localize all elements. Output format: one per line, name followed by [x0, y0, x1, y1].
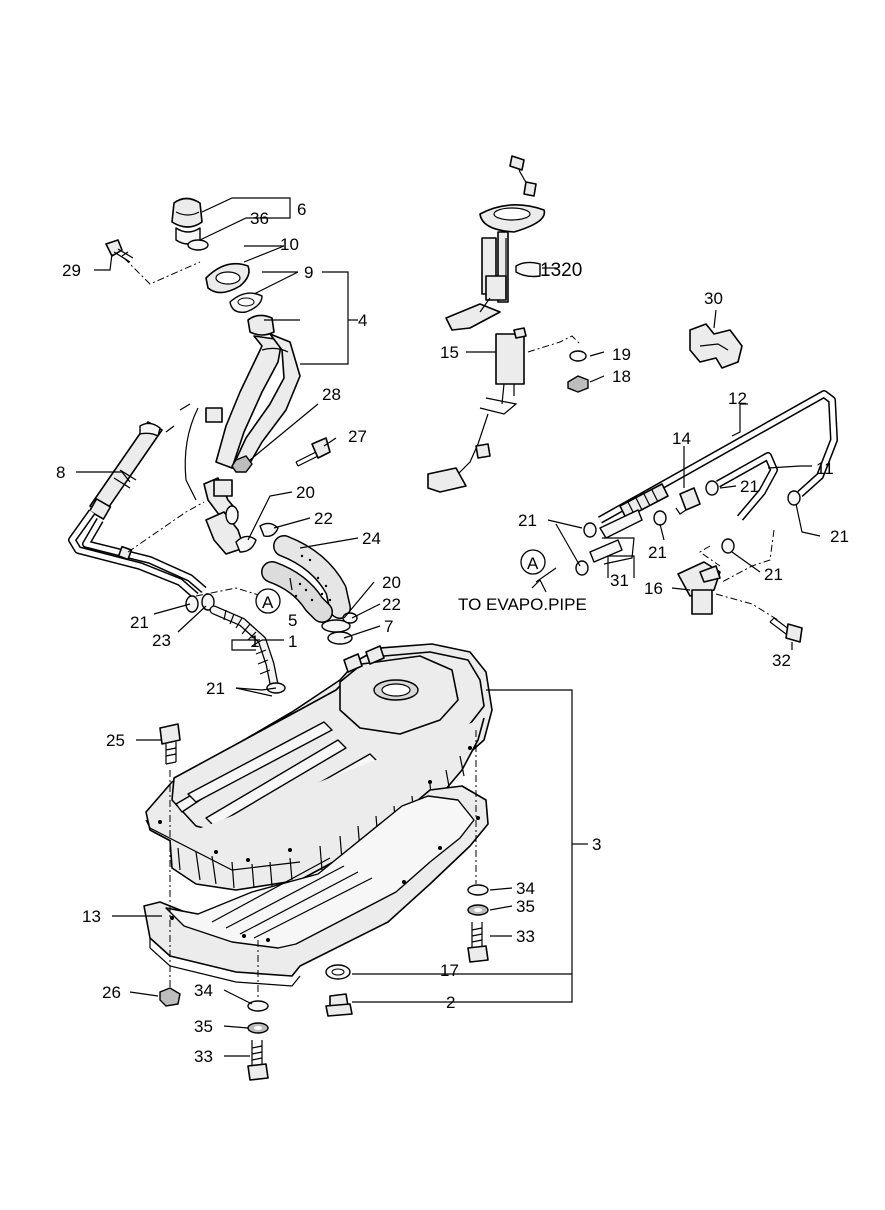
callout-9: 9 — [304, 263, 313, 282]
callout-12: 12 — [728, 389, 747, 408]
callout-11: 11 — [816, 459, 834, 478]
callout-21-left: 21 — [130, 613, 149, 632]
callout-20-lower: 20 — [382, 573, 401, 592]
callout-23: 23 — [152, 631, 171, 650]
filler-cap-gasket — [187, 239, 209, 251]
fuel-feed-pipe — [598, 390, 838, 524]
filler-neck-pipe — [184, 314, 301, 555]
reference-marker-a-right — [520, 549, 546, 575]
callout-31: 31 — [610, 571, 629, 590]
callout-2: 2 — [446, 993, 455, 1012]
regulator-bolt — [769, 617, 803, 643]
callout-32: 32 — [772, 651, 791, 670]
callout-5: 5 — [288, 611, 297, 630]
hose-clamp — [575, 480, 801, 576]
callout-1320: 1320 — [540, 260, 582, 281]
filler-neck-seal-ring — [229, 292, 263, 313]
fuel-line-clip — [689, 323, 743, 369]
callout-13: 13 — [82, 907, 101, 926]
callout-15: 15 — [440, 343, 459, 362]
callout-25: 25 — [106, 731, 125, 750]
callout-29: 29 — [62, 261, 81, 280]
drain-plug-gasket — [325, 964, 351, 980]
fuel-filler-cap — [171, 197, 203, 245]
callout-21-filter: 21 — [648, 543, 667, 562]
callout-7: 7 — [384, 617, 393, 636]
skid-plate-washer — [467, 884, 489, 916]
fuel-pump-assembly — [445, 155, 546, 331]
bracket-bolt — [295, 437, 331, 467]
callout-1: 1 — [250, 632, 259, 651]
callout-22-lower: 22 — [382, 595, 401, 614]
filler-hose — [261, 535, 351, 623]
callout-20-upper: 20 — [296, 483, 315, 502]
leader-lines — [76, 197, 821, 1057]
filler-neck-bezel — [205, 262, 250, 294]
callout-30: 30 — [704, 289, 723, 308]
drain-plug — [325, 993, 353, 1017]
hose-clamp — [185, 593, 215, 613]
fuel-vapor-canister — [88, 403, 191, 520]
hose-clamp — [235, 522, 279, 553]
callout-8: 8 — [56, 463, 65, 482]
skid-plate-bolt — [247, 1040, 269, 1081]
callout-28: 28 — [322, 385, 341, 404]
fuel-pressure-regulator — [677, 561, 721, 615]
reference-marker-a-left-label: A — [262, 593, 274, 612]
pump-gasket — [515, 261, 541, 278]
tank-skid-plate — [143, 785, 489, 987]
callout-18: 18 — [612, 367, 631, 386]
callout-22-upper: 22 — [314, 509, 333, 528]
bracket-nut — [231, 455, 253, 473]
reference-marker-a-right-label: A — [527, 554, 539, 573]
reference-marker-a-left — [255, 588, 281, 614]
callout-6: 6 — [297, 200, 306, 219]
skid-plate-bolt — [467, 922, 489, 963]
callout-34-left: 34 — [194, 981, 213, 1000]
callout-35-right: 35 — [516, 897, 535, 916]
callout-21-bottom: 21 — [206, 679, 225, 698]
callout-26: 26 — [102, 983, 121, 1002]
callout-21-return: 21 — [740, 477, 759, 496]
callout-4: 4 — [358, 311, 367, 330]
callout-16: 16 — [644, 579, 663, 598]
callout-1-alt: 1 — [288, 632, 297, 651]
tank-mounting-bolt — [159, 723, 181, 765]
pump-washer — [569, 350, 587, 362]
mounting-bolt — [105, 239, 134, 263]
skid-plate-nut — [159, 987, 181, 1007]
fuel-filter — [619, 483, 701, 519]
skid-plate-washer — [247, 1000, 269, 1034]
fuel-tank — [145, 643, 493, 891]
callout-27: 27 — [348, 427, 367, 446]
callout-3: 3 — [592, 835, 601, 854]
fuel-sender-unit — [427, 327, 527, 493]
vapor-line-pipes — [68, 509, 207, 600]
callout-34-right: 34 — [516, 879, 535, 898]
callout-21-regulator: 21 — [764, 565, 783, 584]
pump-nut — [567, 375, 589, 393]
callout-36: 36 — [250, 209, 269, 228]
callout-24: 24 — [362, 529, 381, 548]
callout-21-right: 21 — [830, 527, 849, 546]
callout-35-left: 35 — [194, 1017, 213, 1036]
fuel-line-hose — [589, 509, 643, 565]
fuel-return-pipe — [716, 452, 778, 521]
callout-14: 14 — [672, 429, 691, 448]
callout-19: 19 — [612, 345, 631, 364]
callout-33-left: 33 — [194, 1047, 213, 1066]
callout-33-right: 33 — [516, 927, 535, 946]
callout-21-center: 21 — [518, 511, 537, 530]
evapo-pipe-note: TO EVAPO.PIPE — [458, 595, 587, 614]
callout-10: 10 — [280, 235, 299, 254]
callout-17: 17 — [440, 961, 459, 980]
